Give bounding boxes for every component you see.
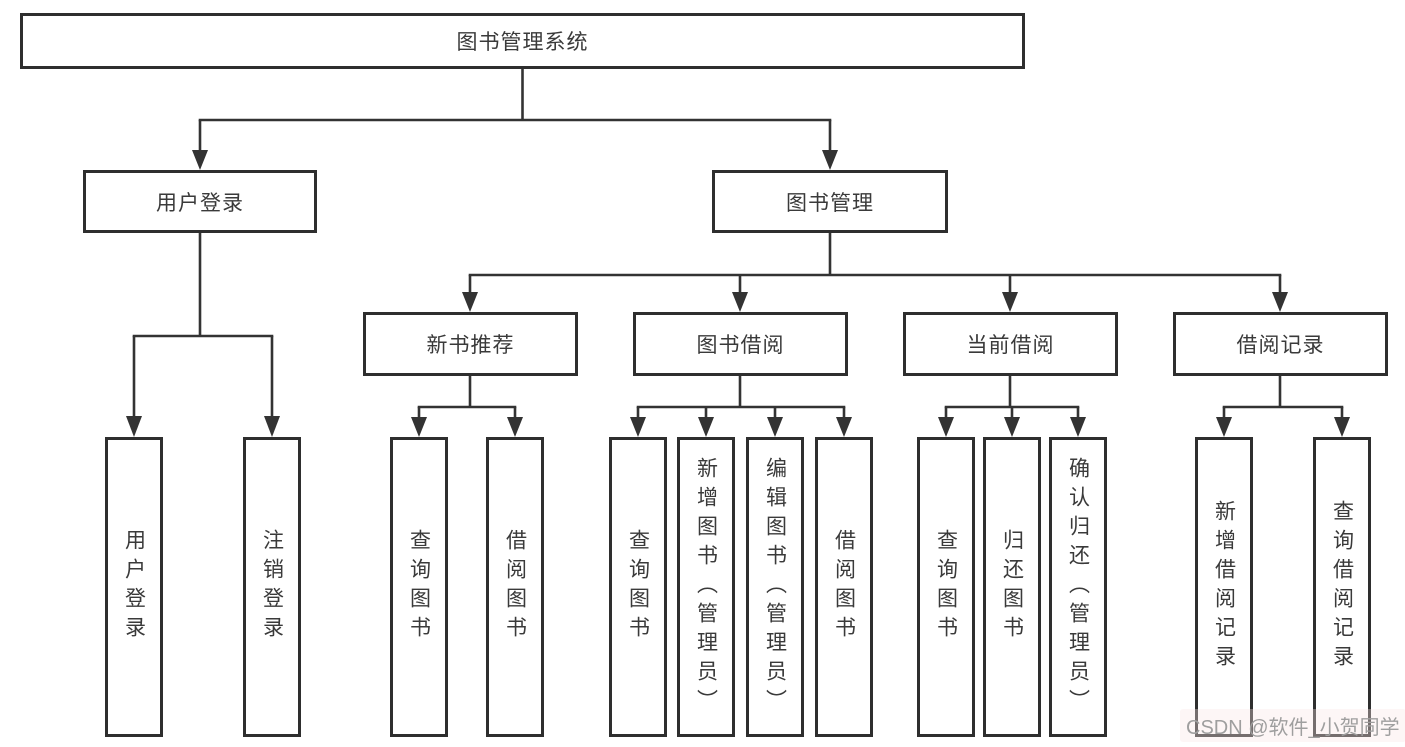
leaf-borrow-edit-books-admin: 编辑图书（管理员） bbox=[746, 437, 804, 737]
leaf-borrow-edit-books-admin-label: 编辑图书（管理员） bbox=[763, 456, 787, 718]
leaf-login-user-login-label: 用户登录 bbox=[122, 529, 146, 645]
node-book-borrow-label: 图书借阅 bbox=[696, 334, 785, 357]
leaf-login-logout: 注销登录 bbox=[243, 437, 301, 737]
leaf-borrow-add-books-admin: 新增图书（管理员） bbox=[677, 437, 735, 737]
leaf-current-return-books: 归还图书 bbox=[983, 437, 1041, 737]
node-user-login-label: 用户登录 bbox=[156, 191, 244, 215]
leaf-borrow-query-books: 查询图书 bbox=[609, 437, 667, 737]
node-new-book-recommend-label: 新书推荐 bbox=[426, 334, 515, 357]
leaf-borrow-add-books-admin-label: 新增图书（管理员） bbox=[694, 456, 718, 718]
leaf-recommend-borrow-books: 借阅图书 bbox=[486, 437, 544, 737]
node-book-management: 图书管理 bbox=[712, 170, 948, 233]
node-current-borrow-label: 当前借阅 bbox=[966, 334, 1055, 357]
leaf-borrow-borrow-books: 借阅图书 bbox=[815, 437, 873, 737]
leaf-login-user-login: 用户登录 bbox=[105, 437, 163, 737]
leaf-login-logout-label: 注销登录 bbox=[260, 529, 284, 645]
leaf-records-add-record-label: 新增借阅记录 bbox=[1212, 500, 1236, 674]
leaf-current-confirm-return-admin: 确认归还（管理员） bbox=[1049, 437, 1107, 737]
leaf-current-confirm-return-admin-label: 确认归还（管理员） bbox=[1066, 456, 1090, 718]
node-book-borrow: 图书借阅 bbox=[633, 312, 848, 376]
leaf-recommend-query-books-label: 查询图书 bbox=[407, 529, 431, 645]
node-user-login: 用户登录 bbox=[83, 170, 317, 233]
leaf-borrow-query-books-label: 查询图书 bbox=[626, 529, 650, 645]
node-borrow-records: 借阅记录 bbox=[1173, 312, 1388, 376]
leaf-records-query-record-label: 查询借阅记录 bbox=[1330, 500, 1354, 674]
node-borrow-records-label: 借阅记录 bbox=[1236, 334, 1325, 357]
leaf-current-query-books-label: 查询图书 bbox=[934, 529, 958, 645]
leaf-records-add-record: 新增借阅记录 bbox=[1195, 437, 1253, 737]
leaf-borrow-borrow-books-label: 借阅图书 bbox=[832, 529, 856, 645]
node-current-borrow: 当前借阅 bbox=[903, 312, 1118, 376]
node-root-label: 图书管理系统 bbox=[456, 31, 589, 54]
node-book-management-label: 图书管理 bbox=[786, 191, 874, 215]
leaf-records-query-record: 查询借阅记录 bbox=[1313, 437, 1371, 737]
leaf-current-return-books-label: 归还图书 bbox=[1000, 529, 1024, 645]
leaf-recommend-borrow-books-label: 借阅图书 bbox=[503, 529, 527, 645]
leaf-recommend-query-books: 查询图书 bbox=[390, 437, 448, 737]
leaf-current-query-books: 查询图书 bbox=[917, 437, 975, 737]
csdn-watermark: CSDN @软件_小贺同学 bbox=[1180, 709, 1405, 742]
node-root-system: 图书管理系统 bbox=[20, 13, 1025, 69]
node-new-book-recommend: 新书推荐 bbox=[363, 312, 578, 376]
